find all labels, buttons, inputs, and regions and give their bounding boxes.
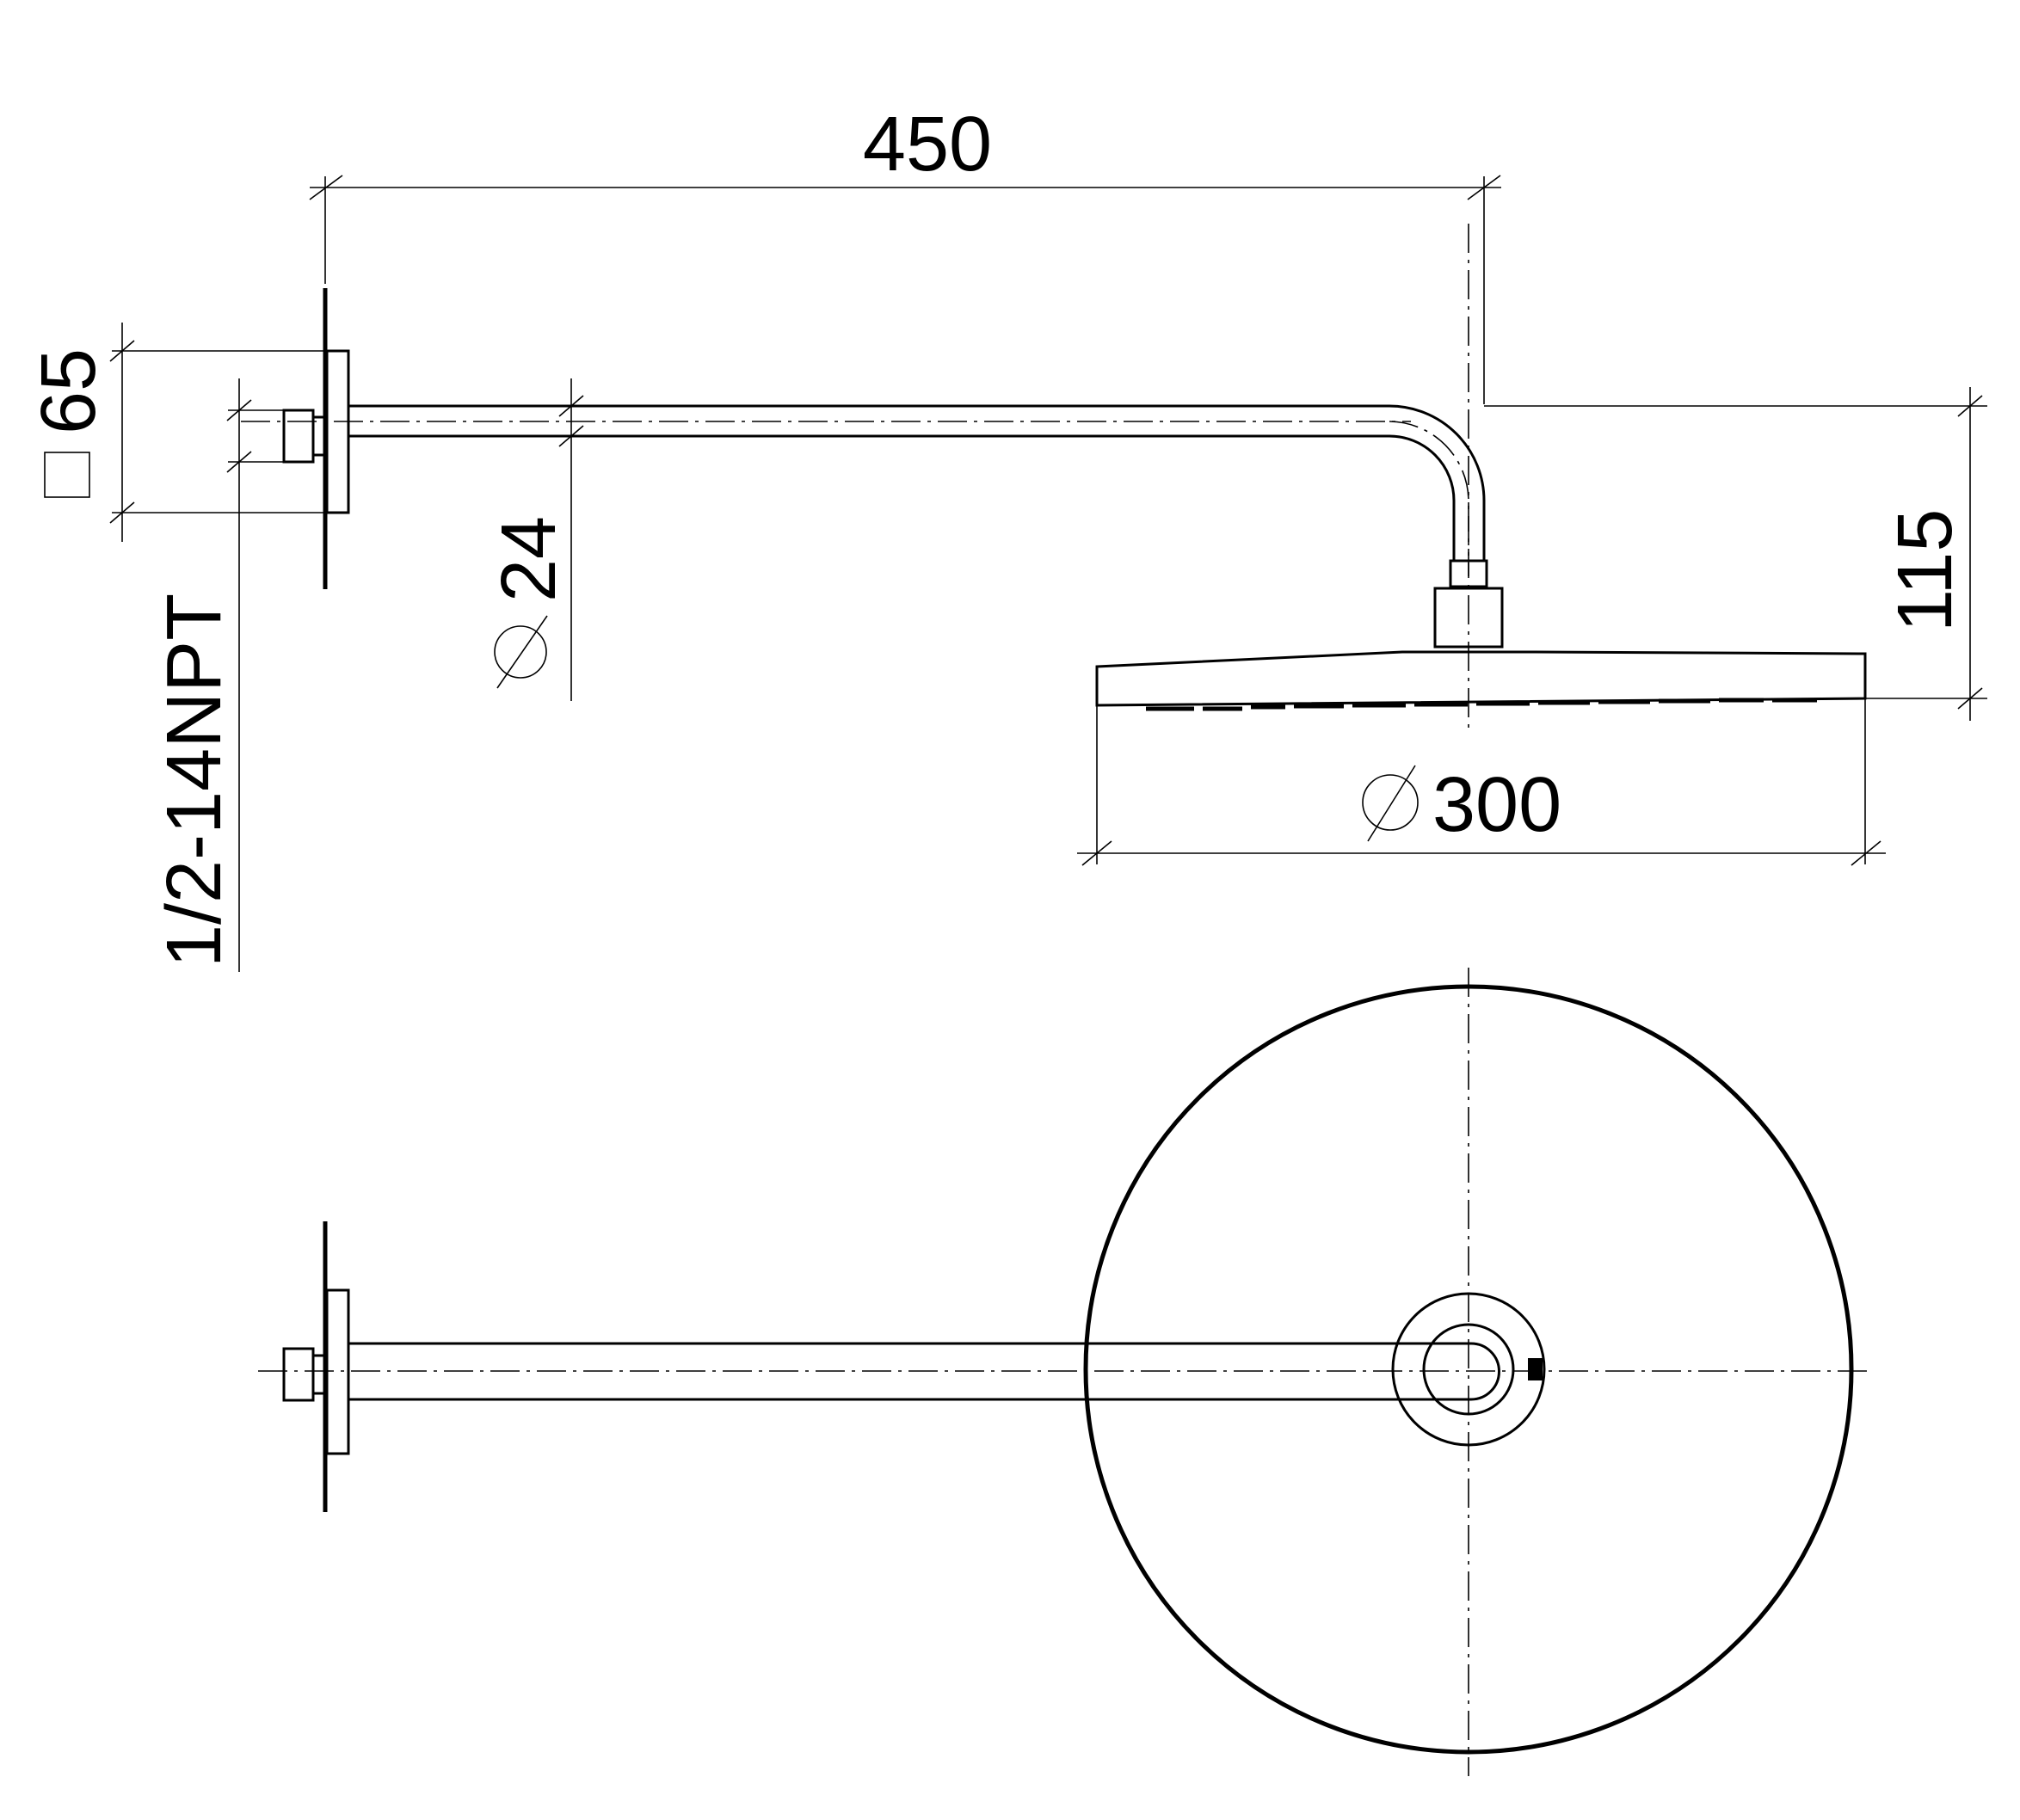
dim-text-115: 115	[1882, 509, 1968, 632]
centerline-bend-side	[1389, 421, 1469, 576]
wall-flange-side	[325, 349, 350, 514]
dim-text-65: 65	[26, 348, 112, 434]
top-view	[258, 968, 1867, 1776]
thread-stub-top	[311, 1354, 329, 1395]
side-view: 450 65 24	[26, 101, 1987, 972]
dim-text-24: 24	[486, 516, 572, 602]
shower-head-side	[1095, 650, 1867, 707]
thread-nut-top	[282, 1347, 315, 1402]
arm-end-cap-top	[1470, 1342, 1500, 1401]
nozzle-row-side	[1146, 698, 1817, 711]
square-symbol-icon	[44, 452, 90, 498]
dimension-arm-length: 450	[309, 101, 1501, 404]
thread-stub-side	[311, 415, 329, 457]
dimension-head-diameter: 300	[1077, 698, 1886, 866]
shower-arm-side	[347, 404, 1486, 563]
set-screw-icon	[1528, 1358, 1543, 1380]
dim-text-thread: 1/2-14NPT	[151, 593, 237, 968]
dimension-thread: 1/2-14NPT	[151, 378, 284, 972]
wall-flange-top	[325, 1288, 350, 1455]
shower-arm-top	[348, 1342, 1471, 1401]
dim-text-450: 450	[863, 101, 992, 188]
dimension-height: 115	[1484, 387, 1987, 721]
dimension-flange-square: 65	[26, 323, 325, 542]
dim-text-300: 300	[1432, 762, 1561, 848]
diameter-symbol-icon-300	[1362, 765, 1419, 842]
dimension-pipe-diameter: 24	[486, 378, 584, 701]
thread-nut-side	[282, 409, 315, 464]
diameter-symbol-icon-24	[494, 615, 548, 689]
